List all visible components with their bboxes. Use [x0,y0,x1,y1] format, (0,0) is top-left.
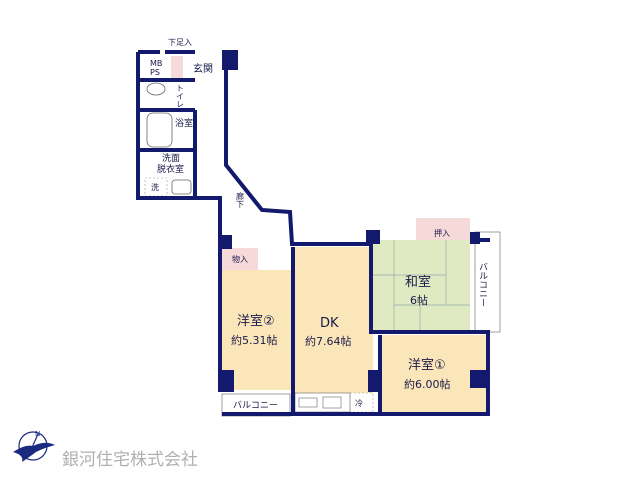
label-balcony-bottom: バルコニー [233,400,278,411]
room-dk [293,247,373,412]
label-balcony-right: バルコニー [477,262,488,307]
label-japanese-size: 6帖 [410,294,428,307]
room-japanese [371,240,470,332]
pillars [220,50,488,392]
shoe-storage [171,56,183,80]
walls [136,50,490,416]
compass-logo: N [13,430,55,462]
label-western2-name: 洋室② [237,313,275,329]
label-entrance: 玄関 [193,62,213,75]
label-closet-small: 物入 [232,254,248,264]
label-shoe-storage: 下足入 [168,38,192,47]
label-fridge: 冷 [355,398,363,408]
company-name: 銀河住宅株式会社 [62,450,198,470]
closet-small [222,248,258,270]
label-dk-name: DK [320,316,339,331]
label-ps: PS [150,68,160,77]
stove-icon [298,397,318,408]
label-washroom-2: 脱衣室 [157,163,184,175]
toilet-icon [146,82,166,96]
label-mb: MB [150,59,162,68]
oshiire [416,218,470,240]
label-western2-size: 約5.31帖 [231,333,278,347]
compass-north: N [35,430,40,438]
sink-icon [322,396,342,409]
bathtub-icon [146,112,173,148]
tatami-lines [371,240,470,332]
label-bath: 浴室 [175,117,193,129]
label-washroom-1: 洗面 [162,152,180,164]
label-western1-name: 洋室① [408,357,446,373]
label-washer: 洗 [151,182,159,192]
washbasin-icon [171,179,192,195]
label-corridor: 廊下 [236,191,245,209]
label-japanese-name: 和室 [405,274,431,290]
label-dk-size: 約7.64帖 [305,334,352,348]
label-oshiire: 押入 [434,228,450,238]
label-western1-size: 約6.00帖 [404,377,451,391]
kitchen-counter [294,392,351,413]
label-toilet: トイレ [176,84,185,108]
